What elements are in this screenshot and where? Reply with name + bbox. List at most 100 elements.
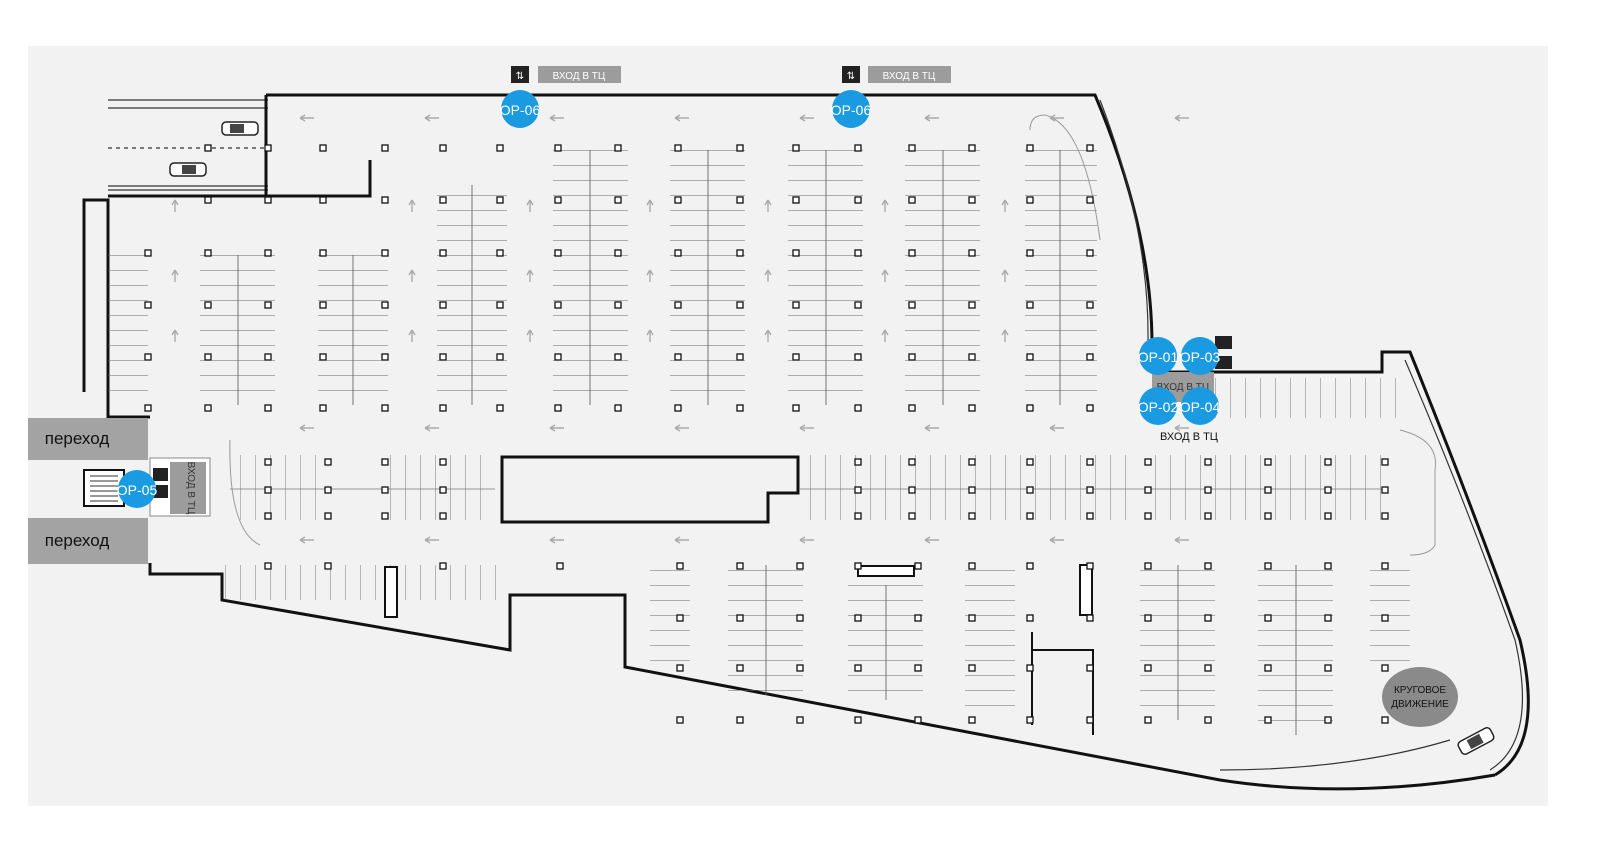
column	[144, 301, 152, 309]
column	[496, 144, 504, 152]
column	[908, 144, 916, 152]
arrow-icon	[799, 536, 814, 544]
column	[1026, 144, 1034, 152]
arrow-icon	[1001, 269, 1009, 282]
column	[319, 404, 327, 412]
entrance-label-box	[868, 66, 951, 83]
column	[554, 144, 562, 152]
svg-text:ОР-06: ОР-06	[500, 102, 541, 118]
marker-op02[interactable]: ОР-02	[1138, 387, 1179, 425]
marker-op04[interactable]: ОР-04	[1180, 387, 1221, 425]
column	[1086, 249, 1094, 257]
marker-op06-right[interactable]: ОР-06	[831, 90, 872, 128]
arrow-icon	[171, 199, 179, 212]
column	[792, 404, 800, 412]
column	[908, 353, 916, 361]
column	[914, 664, 922, 672]
column	[264, 249, 272, 257]
arrow-icon	[408, 329, 416, 342]
column	[381, 458, 389, 466]
column	[1324, 614, 1332, 622]
column	[1026, 614, 1034, 622]
arrow-icon	[764, 329, 772, 342]
column	[1264, 664, 1272, 672]
column	[1144, 486, 1152, 494]
column	[968, 196, 976, 204]
arrow-icon	[171, 269, 179, 282]
marker-op05[interactable]: ОР-05	[117, 470, 158, 508]
column	[1381, 664, 1389, 672]
column	[736, 614, 744, 622]
column	[968, 512, 976, 520]
svg-text:ОР-01: ОР-01	[1138, 349, 1179, 365]
column	[736, 664, 744, 672]
column	[1086, 458, 1094, 466]
svg-text:ОР-06: ОР-06	[831, 102, 872, 118]
column	[1026, 404, 1034, 412]
column	[439, 301, 447, 309]
column	[614, 249, 622, 257]
car-icon	[169, 162, 207, 177]
roundabout	[1382, 667, 1458, 727]
arrow-icon	[881, 269, 889, 282]
column	[614, 404, 622, 412]
column	[1026, 249, 1034, 257]
column	[1086, 512, 1094, 520]
column	[264, 144, 272, 152]
svg-text:ОР-05: ОР-05	[117, 482, 158, 498]
arrow-icon	[171, 329, 179, 342]
column	[319, 353, 327, 361]
column	[914, 562, 922, 570]
outer-walls	[82, 93, 1530, 791]
marker-op06-left[interactable]: ОР-06	[500, 90, 541, 128]
inner-curve	[1099, 99, 1524, 771]
column	[496, 196, 504, 204]
column	[264, 301, 272, 309]
column	[381, 486, 389, 494]
column	[854, 664, 862, 672]
arrow-icon	[1174, 424, 1189, 432]
roundabout-label: ДВИЖЕНИЕ	[1391, 699, 1449, 710]
column	[1086, 562, 1094, 570]
svg-text:⇅: ⇅	[847, 71, 855, 82]
entrance-label: ВХОД В ТЦ	[553, 71, 606, 82]
column	[554, 404, 562, 412]
column	[264, 458, 272, 466]
column	[908, 249, 916, 257]
arrow-icon	[526, 199, 534, 212]
column	[1026, 512, 1034, 520]
column	[144, 404, 152, 412]
column	[439, 458, 447, 466]
elevator-icon: ⇅	[511, 66, 529, 83]
arrow-icon	[549, 424, 564, 432]
column	[614, 301, 622, 309]
column	[381, 404, 389, 412]
marker-op03[interactable]: ОР-03	[1180, 337, 1221, 375]
central-block	[500, 455, 800, 524]
passage-box	[28, 418, 148, 460]
column	[674, 404, 682, 412]
column	[796, 562, 804, 570]
arrow-icon	[924, 536, 939, 544]
column	[736, 144, 744, 152]
column	[1264, 458, 1272, 466]
column	[439, 562, 447, 570]
arrow-icon	[674, 114, 689, 122]
column	[908, 196, 916, 204]
column	[1204, 716, 1212, 724]
arrow-icon	[881, 329, 889, 342]
column	[1086, 404, 1094, 412]
column	[554, 249, 562, 257]
column	[968, 249, 976, 257]
marker-op01[interactable]: ОР-01	[1138, 337, 1179, 375]
column	[614, 144, 622, 152]
column	[736, 404, 744, 412]
column	[1264, 614, 1272, 622]
column	[914, 614, 922, 622]
column	[968, 144, 976, 152]
column	[1324, 512, 1332, 520]
arrow-icon	[674, 536, 689, 544]
column	[496, 404, 504, 412]
car-icon	[1457, 727, 1495, 755]
